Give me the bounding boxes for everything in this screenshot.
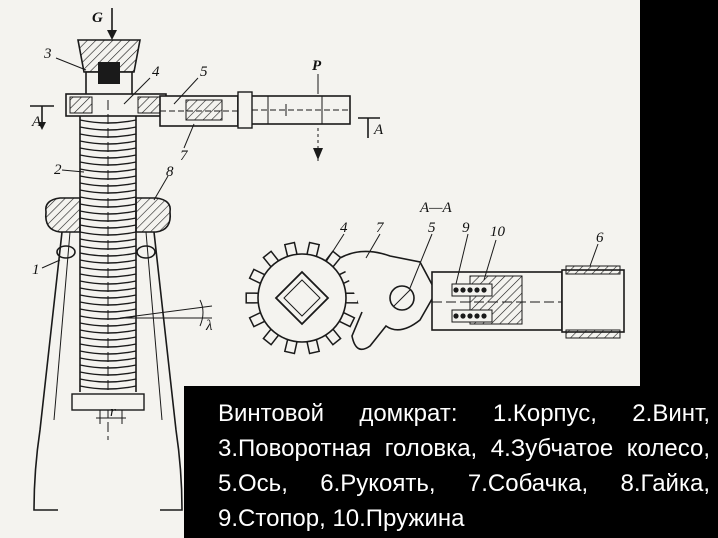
label-4: 4 — [152, 64, 160, 80]
label-s7: 7 — [376, 220, 385, 236]
label-A-right: A — [373, 122, 384, 138]
turning-head — [77, 39, 141, 97]
label-s4: 4 — [340, 220, 348, 236]
screw-thread — [79, 119, 137, 390]
label-lambda: λ — [205, 318, 213, 334]
jack-body: r — [33, 231, 183, 511]
caption-box: Винтовой домкрат: 1.Корпус, 2.Винт, 3.По… — [184, 386, 718, 538]
part-callouts-left: 3 4 5 7 2 8 1 — [32, 46, 208, 278]
label-P: P — [312, 58, 322, 74]
label-r: r — [110, 404, 116, 420]
label-5: 5 — [200, 64, 208, 80]
label-s10: 10 — [490, 224, 506, 240]
label-section-AA: A—A — [419, 200, 453, 216]
lead-angle: λ — [119, 299, 213, 334]
ratchet-assembly — [65, 93, 239, 127]
caption-text: Винтовой домкрат: 1.Корпус, 2.Винт, 3.По… — [218, 400, 710, 532]
nut — [44, 197, 172, 233]
label-1: 1 — [32, 262, 40, 278]
spring — [453, 287, 487, 319]
label-s9: 9 — [462, 220, 470, 236]
label-2: 2 — [54, 162, 62, 178]
section-view-a-a: A—A 4 7 5 9 10 6 — [245, 200, 625, 355]
handle-top-view: P — [237, 58, 351, 162]
label-G: G — [92, 10, 103, 26]
section-markers: A A — [30, 105, 384, 138]
label-3: 3 — [43, 46, 52, 62]
label-8: 8 — [166, 164, 174, 180]
screw-jack-diagram: G P A A — [30, 8, 625, 511]
load-arrow-g: G — [92, 8, 117, 40]
label-s6: 6 — [596, 230, 604, 246]
label-7: 7 — [180, 148, 189, 164]
label-A-left: A — [31, 114, 42, 130]
label-s5: 5 — [428, 220, 436, 236]
